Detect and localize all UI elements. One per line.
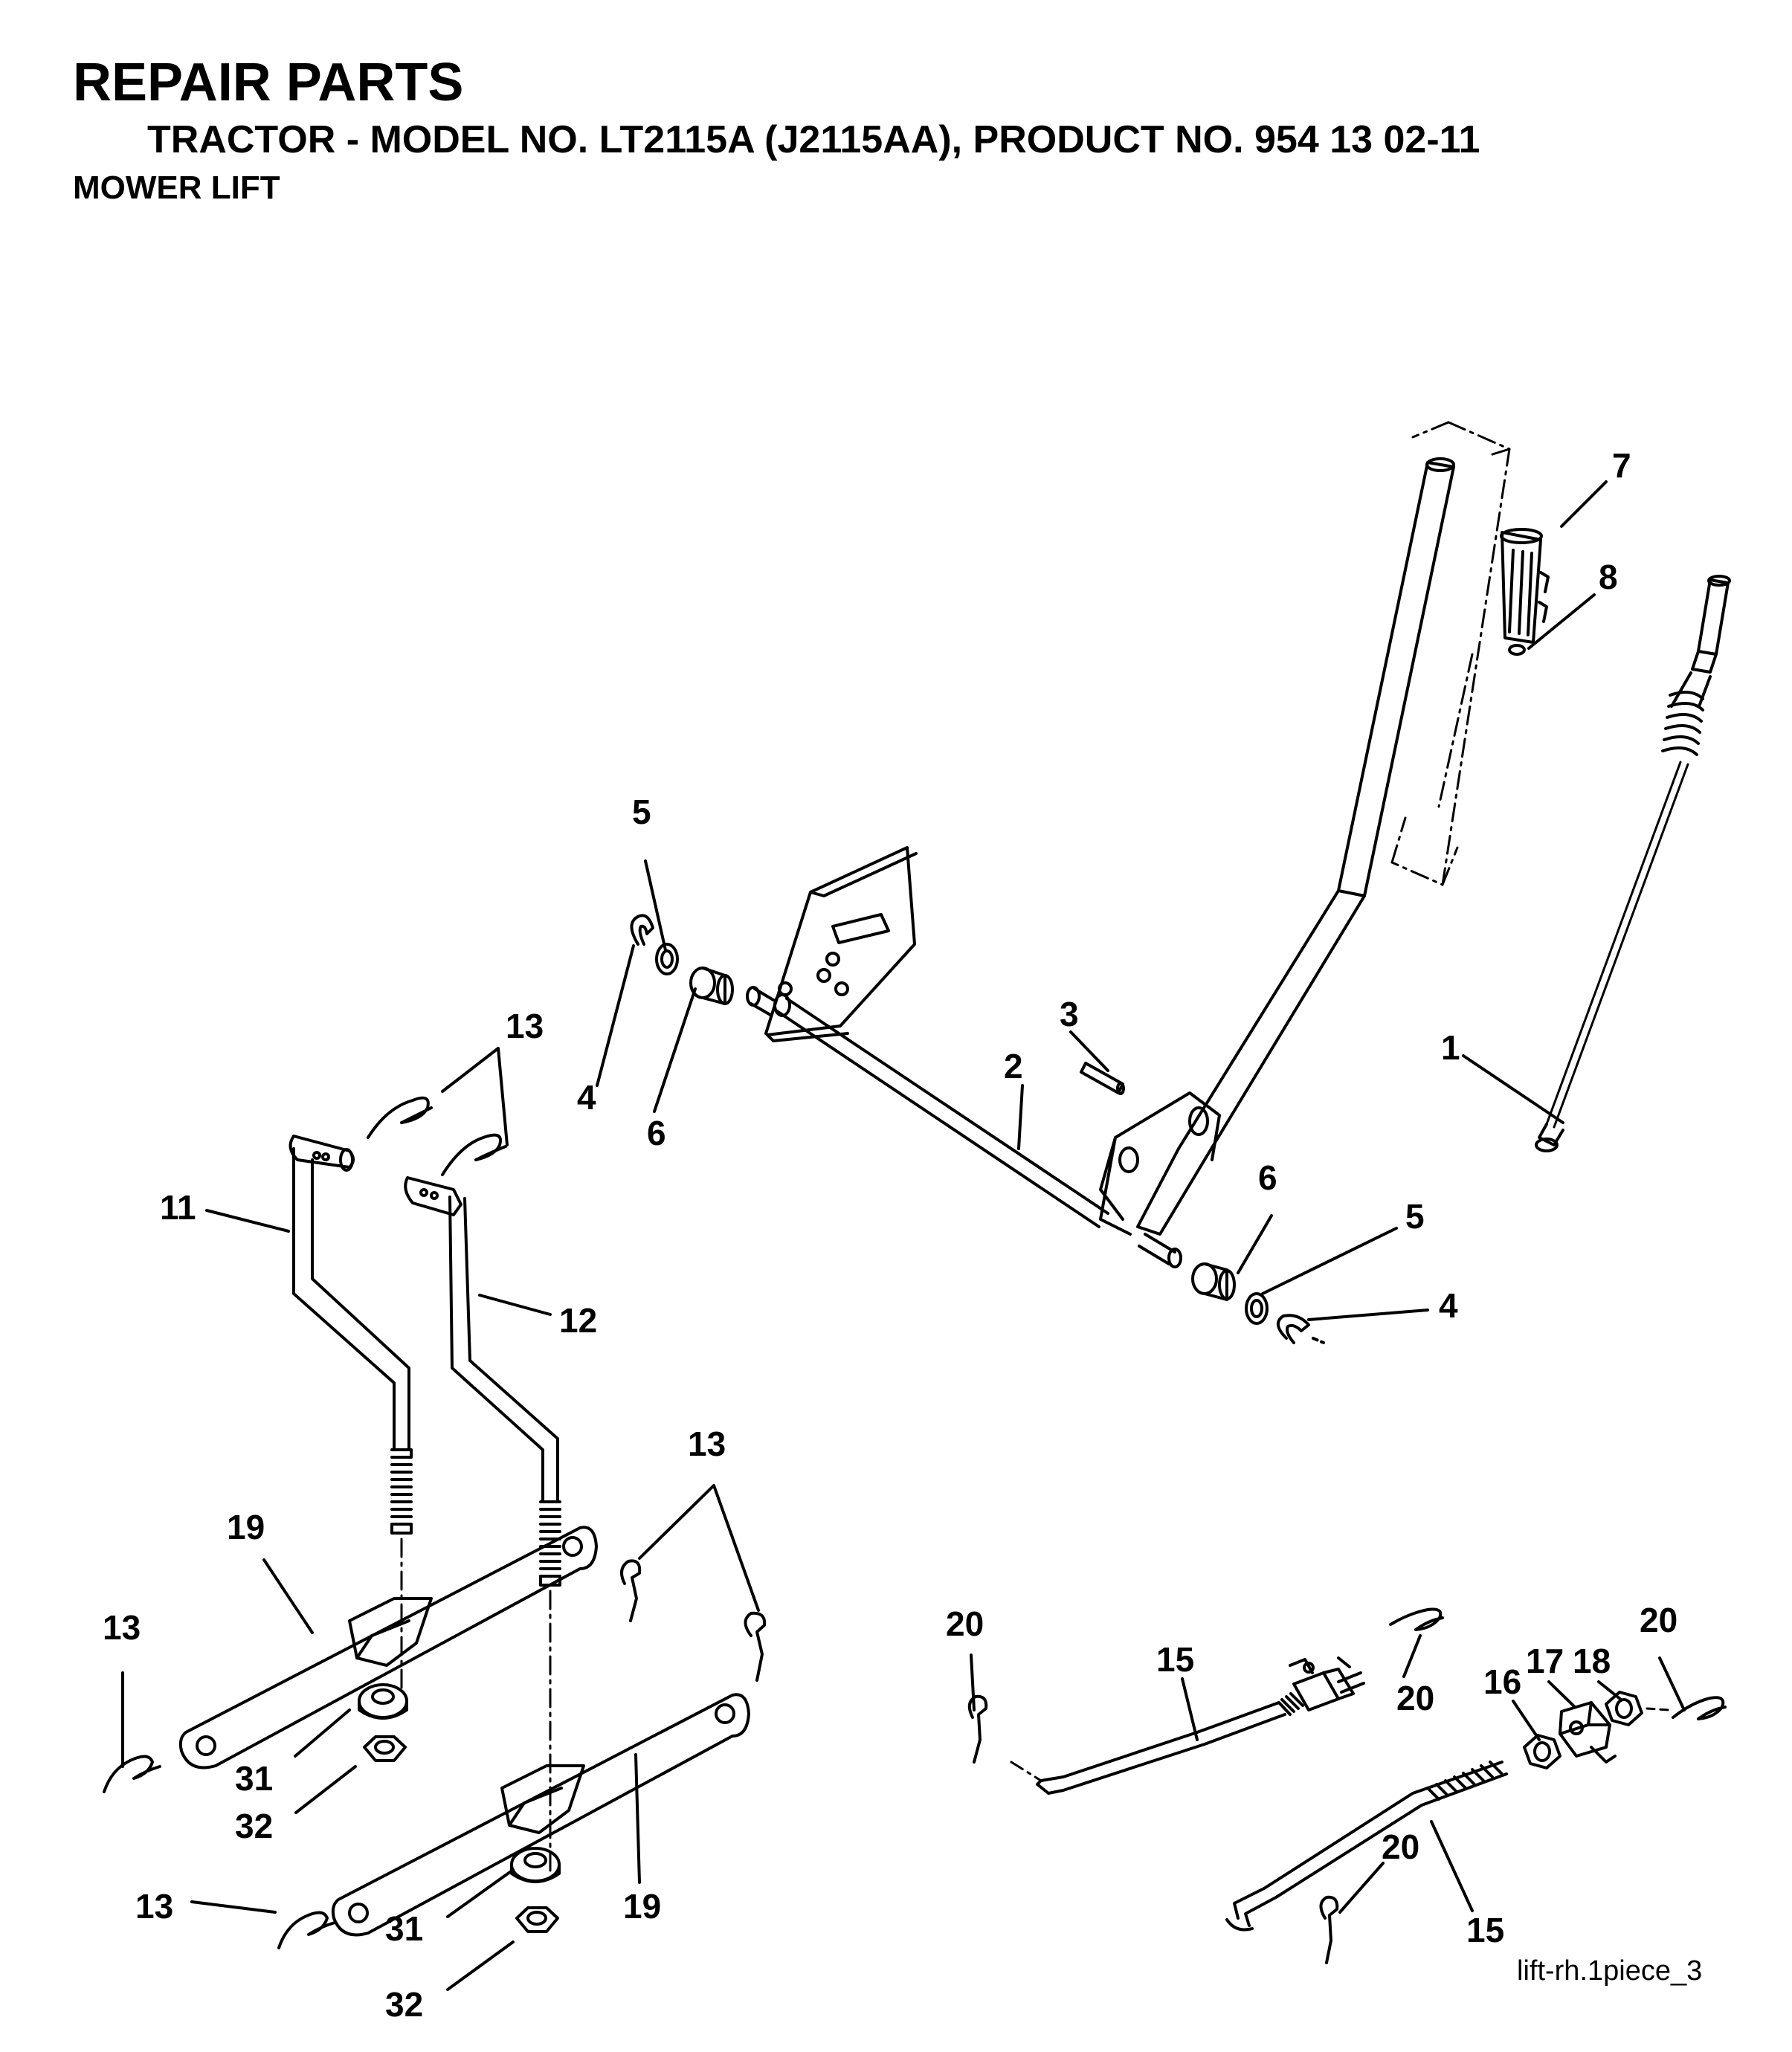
callout-6: 6 (647, 1114, 666, 1152)
hairpin-clip (744, 1611, 767, 1682)
adjust-rod-lower (1225, 1761, 1508, 1932)
right-link-rod (404, 1176, 561, 1587)
cross-shaft (746, 986, 1182, 1268)
hairpin-clip (103, 1755, 161, 1793)
nut-upper (363, 1735, 407, 1762)
section-title: MOWER LIFT (73, 170, 280, 206)
mounting-plate (764, 846, 918, 1042)
lift-handle (1099, 457, 1455, 1236)
roll-pin (1080, 1062, 1125, 1095)
right-bushing (1191, 1262, 1236, 1301)
handle-grip (1500, 528, 1550, 656)
hairpin-clip-20 (1319, 1895, 1339, 1964)
hardware-axis-line (1646, 1707, 1671, 1711)
callout-20: 20 (1640, 1601, 1677, 1639)
left-link-rod (289, 1135, 413, 1535)
hairpin-clip-20 (1389, 1607, 1444, 1631)
callout-15: 15 (1466, 1911, 1504, 1949)
left-bushing (689, 967, 734, 1005)
adjust-rod-upper (1036, 1656, 1365, 1795)
drawing-reference: lift-rh.1piece_3 (1517, 1955, 1703, 1987)
lift-link-lower (331, 1693, 750, 1937)
callout-32: 32 (385, 1985, 423, 2024)
left-retainer-clip (630, 914, 654, 946)
hairpin-clip (367, 1096, 433, 1139)
hairpin-clip-20 (967, 1694, 988, 1764)
callout-leaders (121, 480, 1686, 1991)
callout-31: 31 (385, 1909, 423, 1948)
left-washer (655, 943, 679, 975)
rod-alignment-lines (400, 1538, 552, 1875)
hairpin-clip (620, 1559, 642, 1622)
callout-5: 5 (632, 793, 651, 831)
callout-20: 20 (1396, 1679, 1434, 1717)
callout-4: 4 (1439, 1286, 1458, 1325)
model-subtitle: TRACTOR - MODEL NO. LT2115A (J2115AA), P… (147, 118, 1480, 161)
spacer-upper (358, 1683, 408, 1720)
callout-32: 32 (235, 1807, 273, 1845)
spacer-lower (510, 1847, 561, 1883)
callout-1: 1 (1441, 1028, 1460, 1067)
hairpin-clip (441, 1133, 507, 1176)
callout-20: 20 (1382, 1827, 1419, 1866)
lock-nut (1605, 1691, 1643, 1726)
rod-axis-line (1010, 1761, 1042, 1782)
trunnion-block (1559, 1701, 1617, 1764)
nut-lower (515, 1906, 559, 1933)
right-retainer-clip (1277, 1314, 1310, 1344)
callout-18: 18 (1573, 1642, 1611, 1680)
callout-13: 13 (135, 1887, 173, 1926)
callout-13: 13 (103, 1608, 141, 1647)
callout-19: 19 (623, 1887, 661, 1926)
callout-4: 4 (577, 1078, 596, 1117)
callout-19: 19 (227, 1508, 265, 1546)
callout-17: 17 (1526, 1642, 1564, 1680)
callout-31: 31 (235, 1759, 273, 1798)
callout-5: 5 (1405, 1197, 1425, 1236)
callout-15: 15 (1156, 1640, 1194, 1679)
callout-7: 7 (1612, 446, 1631, 485)
callout-12: 12 (559, 1301, 597, 1340)
callout-8: 8 (1599, 558, 1618, 596)
callout-2: 2 (1004, 1047, 1023, 1085)
lift-link-upper (178, 1526, 598, 1769)
hairpin-clip-20 (1672, 1696, 1727, 1720)
callout-20: 20 (946, 1604, 984, 1643)
callout-11: 11 (160, 1188, 196, 1227)
page-title: REPAIR PARTS (73, 53, 464, 112)
callout-13: 13 (506, 1007, 544, 1045)
callout-3: 3 (1060, 995, 1079, 1033)
callout-13: 13 (688, 1425, 726, 1463)
callout-16: 16 (1483, 1662, 1521, 1701)
hairpin-clip (277, 1911, 336, 1949)
lift-rod-with-spring (1535, 575, 1731, 1152)
right-washer (1245, 1292, 1269, 1325)
grip-phantom-outline (1390, 421, 1511, 886)
callout-6: 6 (1258, 1158, 1277, 1197)
jam-nut (1523, 1734, 1561, 1769)
